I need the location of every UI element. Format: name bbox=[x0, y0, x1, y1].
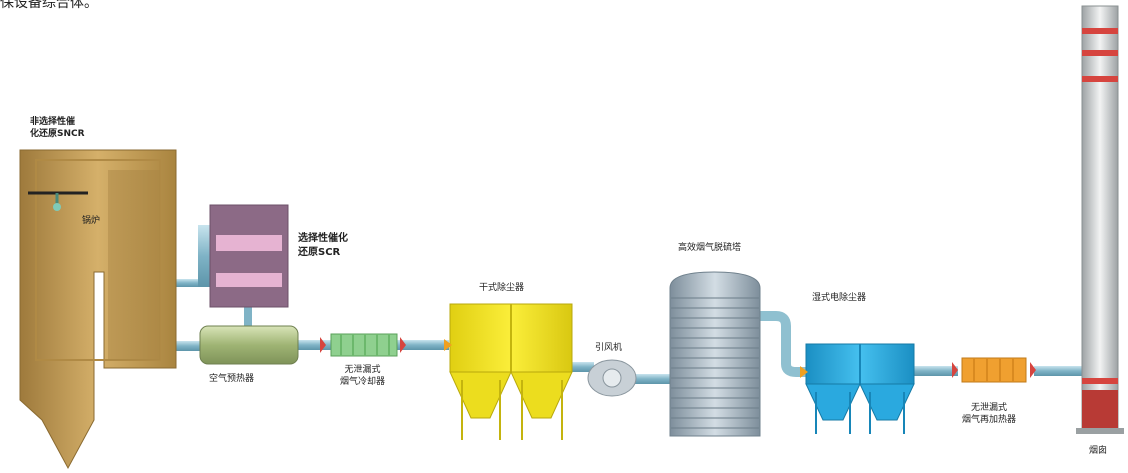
cooler-outlet-arrow-icon bbox=[400, 337, 406, 353]
fan-hub bbox=[602, 368, 622, 388]
air-preheater-body bbox=[199, 325, 299, 365]
induced-draft-fan bbox=[587, 359, 637, 397]
boiler bbox=[19, 149, 177, 470]
scr-catalyst-band-1 bbox=[216, 235, 282, 251]
pipe-tower-wetesp bbox=[760, 311, 806, 377]
chimney-base-band-1 bbox=[1082, 378, 1118, 384]
chimney-foundation bbox=[1076, 428, 1124, 434]
reheater-label: 无泄漏式 烟气再加热器 bbox=[962, 402, 1016, 426]
flue-gas-reheater bbox=[952, 357, 1036, 383]
scr-label: 选择性催化 还原SCR bbox=[298, 232, 348, 259]
air-preheater-label: 空气预热器 bbox=[209, 374, 255, 384]
wet-esp-inlet-arrow-icon bbox=[800, 366, 808, 378]
sncr-nozzle bbox=[53, 203, 61, 211]
dust-hopper-left bbox=[449, 371, 512, 419]
chimney-band-1 bbox=[1082, 28, 1118, 34]
chimney-stack bbox=[1081, 5, 1119, 431]
chimney-base-band-2 bbox=[1082, 390, 1118, 430]
tower-body bbox=[669, 271, 761, 437]
air-preheater bbox=[199, 325, 299, 365]
pipe-boiler-scr bbox=[174, 279, 210, 287]
sncr-label-line-1: 非选择性催 bbox=[30, 117, 76, 127]
chimney-band-2 bbox=[1082, 50, 1118, 56]
pipe-boiler-scr-riser bbox=[198, 225, 210, 287]
pipe-scr-airpre bbox=[244, 306, 252, 326]
desulf-tower-label: 高效烟气脱硫塔 bbox=[678, 243, 742, 253]
pipe-airpre-cooler bbox=[297, 340, 331, 350]
scr-catalyst-band-2 bbox=[216, 273, 282, 287]
sncr-label: 非选择性催 化还原SNCR bbox=[30, 116, 85, 140]
scr-reactor bbox=[209, 204, 289, 308]
reheater-inlet-arrow-icon bbox=[952, 362, 958, 378]
pipe-fan-tower bbox=[628, 374, 670, 384]
tower-stripes bbox=[671, 297, 759, 429]
pipe-boiler-airpre bbox=[174, 341, 200, 351]
chimney-band-3 bbox=[1082, 76, 1118, 82]
scr-label-line-2: 还原SCR bbox=[298, 246, 341, 258]
reheater-outlet-arrow-icon bbox=[1030, 362, 1036, 378]
desulfurization-tower bbox=[669, 271, 761, 437]
wet-electrostatic-precipitator bbox=[800, 343, 915, 434]
wet-esp-hopper-right bbox=[859, 383, 915, 421]
sncr-label-line-2: 化还原SNCR bbox=[30, 129, 85, 140]
pipe-reheater-chimney bbox=[1034, 366, 1082, 376]
reheater-body bbox=[961, 357, 1027, 383]
flue-gas-cooler bbox=[320, 333, 406, 357]
flue-cooler-label-line-2: 烟气冷却器 bbox=[340, 377, 386, 388]
scr-label-line-1: 选择性催化 bbox=[298, 233, 348, 244]
dry-dust-collector bbox=[444, 303, 573, 440]
wet-esp-label: 湿式电除尘器 bbox=[812, 293, 867, 303]
id-fan-label: 引风机 bbox=[595, 343, 623, 353]
reheater-label-line-2: 烟气再加热器 bbox=[962, 415, 1017, 426]
flue-pipes bbox=[174, 225, 1082, 384]
cooler-inlet-arrow-icon bbox=[320, 337, 326, 353]
scr-body bbox=[209, 204, 289, 308]
chimney-label: 烟囱 bbox=[1089, 446, 1108, 456]
boiler-inner-panel bbox=[35, 159, 161, 361]
caption-fragment: 保设备综合体。 bbox=[0, 0, 98, 11]
reheater-label-line-1: 无泄漏式 bbox=[971, 403, 1008, 413]
dry-dust-label: 干式除尘器 bbox=[479, 283, 525, 293]
pipe-cooler-dust bbox=[397, 340, 449, 350]
dust-hopper-right bbox=[510, 371, 573, 419]
boiler-label: 锅炉 bbox=[82, 216, 101, 226]
pipe-dust-fan bbox=[572, 362, 594, 372]
flue-cooler-label: 无泄漏式 烟气冷却器 bbox=[340, 364, 385, 388]
boiler-body bbox=[19, 149, 177, 470]
dust-inlet-arrow-icon bbox=[444, 339, 452, 351]
chimney bbox=[1076, 5, 1124, 434]
boiler-right-wall bbox=[108, 170, 160, 360]
pipe-wetesp-reheater bbox=[914, 366, 958, 376]
wet-esp-hopper-left bbox=[805, 383, 861, 421]
flue-cooler-label-line-1: 无泄漏式 bbox=[344, 365, 381, 375]
